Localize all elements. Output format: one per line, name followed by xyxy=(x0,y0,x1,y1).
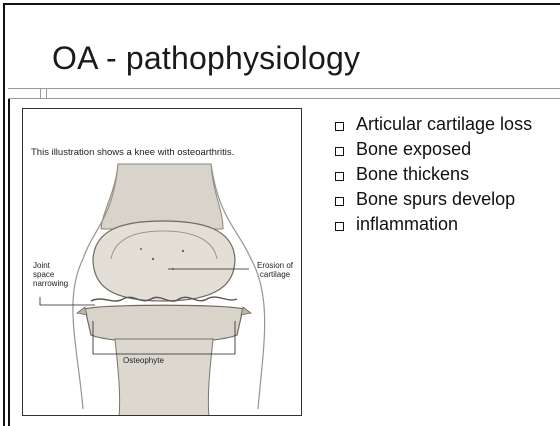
label-joint-space-narrowing: Joint space narrowing xyxy=(33,261,73,288)
knee-illustration: This illustration shows a knee with oste… xyxy=(22,108,302,416)
title-divider xyxy=(8,88,560,89)
slide-title: OA - pathophysiology xyxy=(52,40,360,77)
label-osteophyte: Osteophyte xyxy=(123,356,164,365)
bullet-item: Bone spurs develop xyxy=(332,189,552,210)
label-erosion-of-cartilage: Erosion of cartilage xyxy=(251,261,299,279)
divider-tick xyxy=(40,88,41,99)
bullet-item: inflammation xyxy=(332,214,552,235)
square-bullet-icon xyxy=(335,172,344,181)
title-divider-lower xyxy=(8,98,560,99)
square-bullet-icon xyxy=(335,222,344,231)
square-bullet-icon xyxy=(335,147,344,156)
figure-caption: This illustration shows a knee with oste… xyxy=(31,147,251,159)
bullet-item: Bone exposed xyxy=(332,139,552,160)
bullet-list: Articular cartilage loss Bone exposed Bo… xyxy=(332,114,552,239)
bullet-item: Articular cartilage loss xyxy=(332,114,552,135)
divider-tick xyxy=(46,88,47,99)
bullet-item: Bone thickens xyxy=(332,164,552,185)
square-bullet-icon xyxy=(335,122,344,131)
square-bullet-icon xyxy=(335,197,344,206)
slide-left-rule xyxy=(8,99,10,426)
